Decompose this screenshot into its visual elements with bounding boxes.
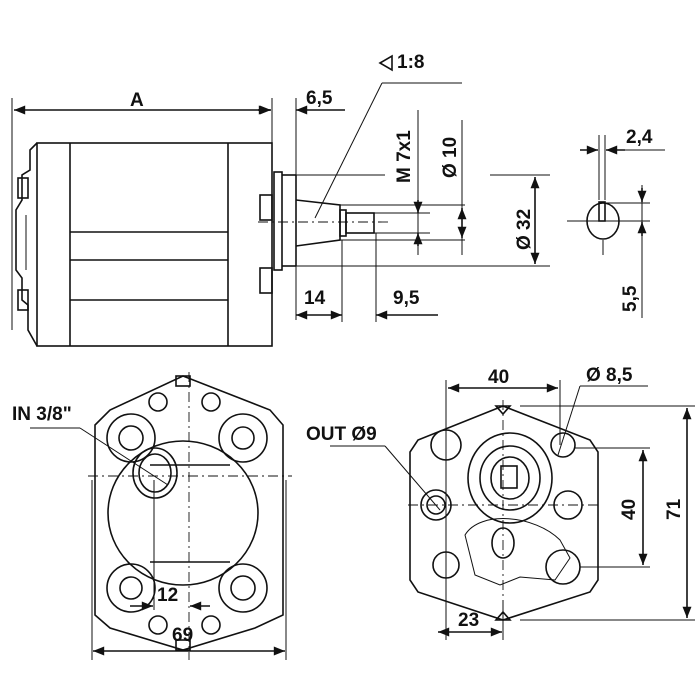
bolt-hole-label: Ø 8,5: [586, 365, 633, 386]
thread-label: M 7x1: [394, 130, 415, 183]
bolt-spacing-h-label: 40: [488, 367, 509, 388]
key-width-label: 2,4: [626, 127, 653, 148]
outlet-offset-label: 23: [458, 610, 479, 631]
shaft-length-label: 14: [304, 288, 326, 309]
port-view: IN 3/8" 12 69: [12, 372, 292, 660]
key-view: 2,4 5,5: [567, 127, 665, 318]
outlet-label: OUT Ø9: [306, 424, 377, 445]
side-view: 1:8 M 7x1 Ø 10 Ø 32 A 6,5 14 9,5: [11, 52, 550, 347]
thread-length-label: 9,5: [393, 288, 420, 309]
threaded-end: [345, 212, 375, 234]
flange-thickness-label: 6,5: [306, 88, 333, 109]
height-label: 71: [664, 498, 685, 520]
bolt-spacing-v-label: 40: [619, 499, 640, 520]
flange-view: 40 Ø 8,5 OUT Ø9 40 71 23: [306, 365, 695, 640]
pump-body: [36, 142, 273, 347]
width-label: 69: [172, 625, 193, 646]
key-height-label: 5,5: [620, 285, 641, 312]
taper-label: 1:8: [397, 52, 424, 73]
bolt-hole: [550, 432, 576, 458]
port-offset-label: 12: [157, 585, 178, 606]
inlet-label: IN 3/8": [12, 404, 72, 425]
taper-triangle-icon: [378, 54, 393, 72]
dim-A-label: A: [130, 90, 144, 111]
inlet-port: [132, 447, 178, 499]
pilot-diameter-label: Ø 32: [514, 209, 535, 250]
shaft-diameter-label: Ø 10: [440, 137, 461, 178]
tapered-shaft: [295, 199, 341, 247]
